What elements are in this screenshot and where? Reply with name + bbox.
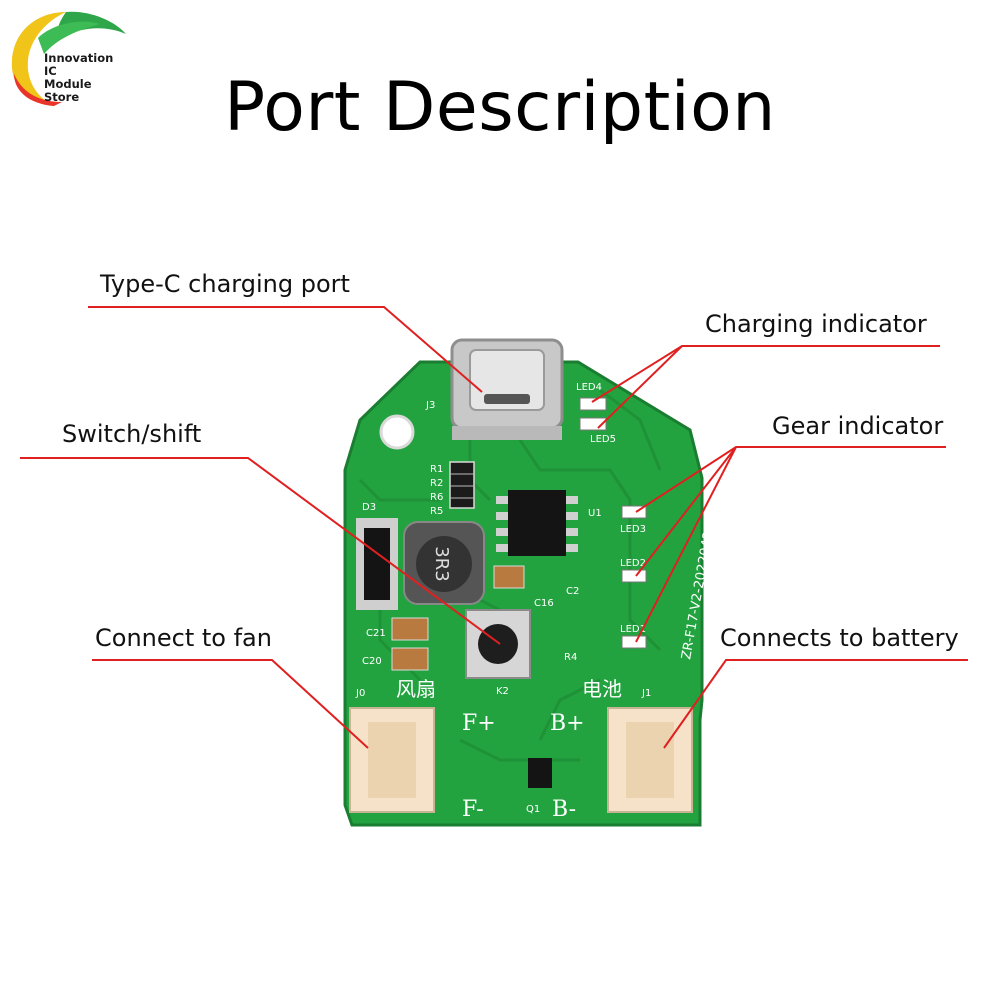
silk-c21: C21 [366,628,386,639]
silk-r1: R1 [430,464,443,475]
silk-led3: LED3 [620,524,646,535]
led2-pad [621,569,647,583]
type-c-port [450,338,564,440]
capacitor-c20 [391,647,429,671]
silk-j1: J1 [641,688,651,699]
label-charging-indicator: Charging indicator [705,310,927,338]
label-typec-port: Type-C charging port [100,270,350,298]
silk-q1: Q1 [526,804,540,815]
resistor-array [449,461,475,509]
callout-switch [20,457,501,645]
u1-chip [496,490,578,556]
callout-gear-3 [635,446,737,643]
q1-transistor [528,758,552,788]
label-switch-shift: Switch/shift [62,420,202,448]
led1-pad [621,635,647,649]
mounting-hole [379,414,415,450]
logo-line-2: Module Store [44,77,92,104]
switch-button [465,609,531,679]
leaf-logo-icon [11,11,126,106]
callout-battery [663,659,968,749]
silk-c16: C16 [534,598,554,609]
silk-r2: R2 [430,478,443,489]
label-connect-fan: Connect to fan [95,624,272,652]
silk-fan-cn: 风扇 [396,677,436,701]
silk-fplus: F+ [462,711,496,736]
silk-bat-cn: 电池 [582,677,622,701]
callout-typec [88,306,483,393]
silk-inductor: 3R3 [431,546,452,581]
silk-led4: LED4 [576,382,602,393]
silk-c2: C2 [566,586,579,597]
silk-fminus: F- [462,797,484,822]
store-logo: Innovation IC Module Store [8,8,130,110]
silk-led1: LED1 [620,624,646,635]
inductor [403,521,485,605]
silk-c20: C20 [362,656,382,667]
silk-r6: R6 [430,492,443,503]
logo-text: Innovation IC Module Store [44,52,130,104]
silk-j0: J0 [355,688,365,699]
silk-d3: D3 [362,502,376,513]
silk-bplus: B+ [550,711,585,736]
silk-bminus: B- [552,797,576,822]
silk-u1: U1 [588,508,602,519]
capacitor-c16 [493,565,525,589]
battery-connector [607,707,693,813]
silk-j3: J3 [425,400,435,411]
logo-line-1: Innovation IC [44,51,114,78]
label-connect-battery: Connects to battery [720,624,959,652]
callout-charging [591,345,940,403]
silk-led5: LED5 [590,434,616,445]
label-gear-indicator: Gear indicator [772,412,944,440]
silk-r4: R4 [564,652,577,663]
silk-led2: LED2 [620,558,646,569]
silk-r5: R5 [430,506,443,517]
callout-charging-2 [597,345,683,429]
capacitor-c21 [391,617,429,641]
silk-k2: K2 [496,686,509,697]
fan-connector [349,707,435,813]
page-title: Port Description [224,68,776,147]
callout-fan [92,659,369,749]
led4-pad [579,397,607,411]
callout-gear-2 [635,446,737,577]
callout-lines [20,306,968,749]
